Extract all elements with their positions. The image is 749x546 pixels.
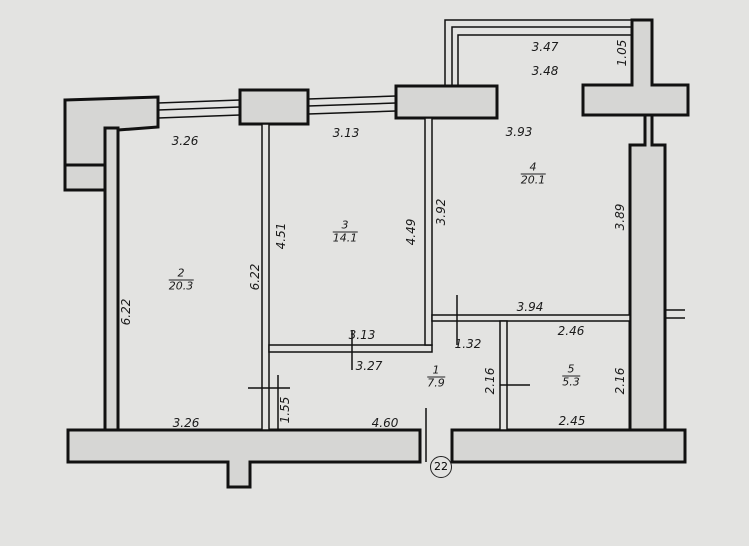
room-area: 5.3 <box>562 375 580 389</box>
room-number: 1 <box>427 364 445 378</box>
dim-hall-bottom: 4.60 <box>371 416 399 430</box>
dim-room3-top: 3.13 <box>332 126 360 140</box>
dim-room4-right: 3.89 <box>613 203 627 231</box>
room-area: 20.3 <box>168 279 194 293</box>
room-number: 5 <box>562 363 580 377</box>
wall-left <box>103 126 120 435</box>
wall-nub <box>63 163 107 192</box>
room-area: 7.9 <box>427 376 445 390</box>
pier-2 <box>394 84 499 120</box>
dim-room4-top: 3.93 <box>505 125 533 139</box>
dim-room2-top: 3.26 <box>171 134 199 148</box>
dim-room2-right: 6.22 <box>248 263 262 291</box>
dim-room5-right: 2.16 <box>613 367 627 395</box>
dim-balcony-side: 1.05 <box>615 39 629 67</box>
dim-room4-left: 3.92 <box>434 198 448 226</box>
room-area: 14.1 <box>332 231 358 245</box>
room-area: 20.1 <box>520 173 546 187</box>
dim-room3-right: 4.49 <box>404 218 418 246</box>
wall-bottom-right <box>450 428 687 464</box>
dim-room2-bottom: 3.26 <box>172 416 200 430</box>
dim-room2-left: 6.22 <box>119 298 133 326</box>
dim-hall-right: 2.16 <box>483 367 497 395</box>
axis-marker: 22 <box>430 456 452 478</box>
dim-room5-top: 2.46 <box>557 324 585 338</box>
dim-balcony-b: 3.48 <box>531 64 559 78</box>
dim-room5-bottom: 2.45 <box>558 414 586 428</box>
room-number: 2 <box>168 267 194 281</box>
wall-right <box>628 113 667 432</box>
dim-hall-mid: 1.32 <box>454 337 482 351</box>
dim-hall-top: 3.27 <box>355 359 383 373</box>
dim-hall-left: 1.55 <box>278 396 292 424</box>
room-number: 3 <box>332 219 358 233</box>
wall-bottom-left <box>66 428 422 489</box>
dim-room4-bottom: 3.94 <box>516 300 544 314</box>
column-cross <box>581 18 690 117</box>
dim-room3-bottom: 3.13 <box>348 328 376 342</box>
dim-balcony-a: 3.47 <box>531 40 559 54</box>
dim-room3-left: 4.51 <box>274 222 288 250</box>
pier-1 <box>238 88 310 126</box>
room-number: 4 <box>520 161 546 175</box>
